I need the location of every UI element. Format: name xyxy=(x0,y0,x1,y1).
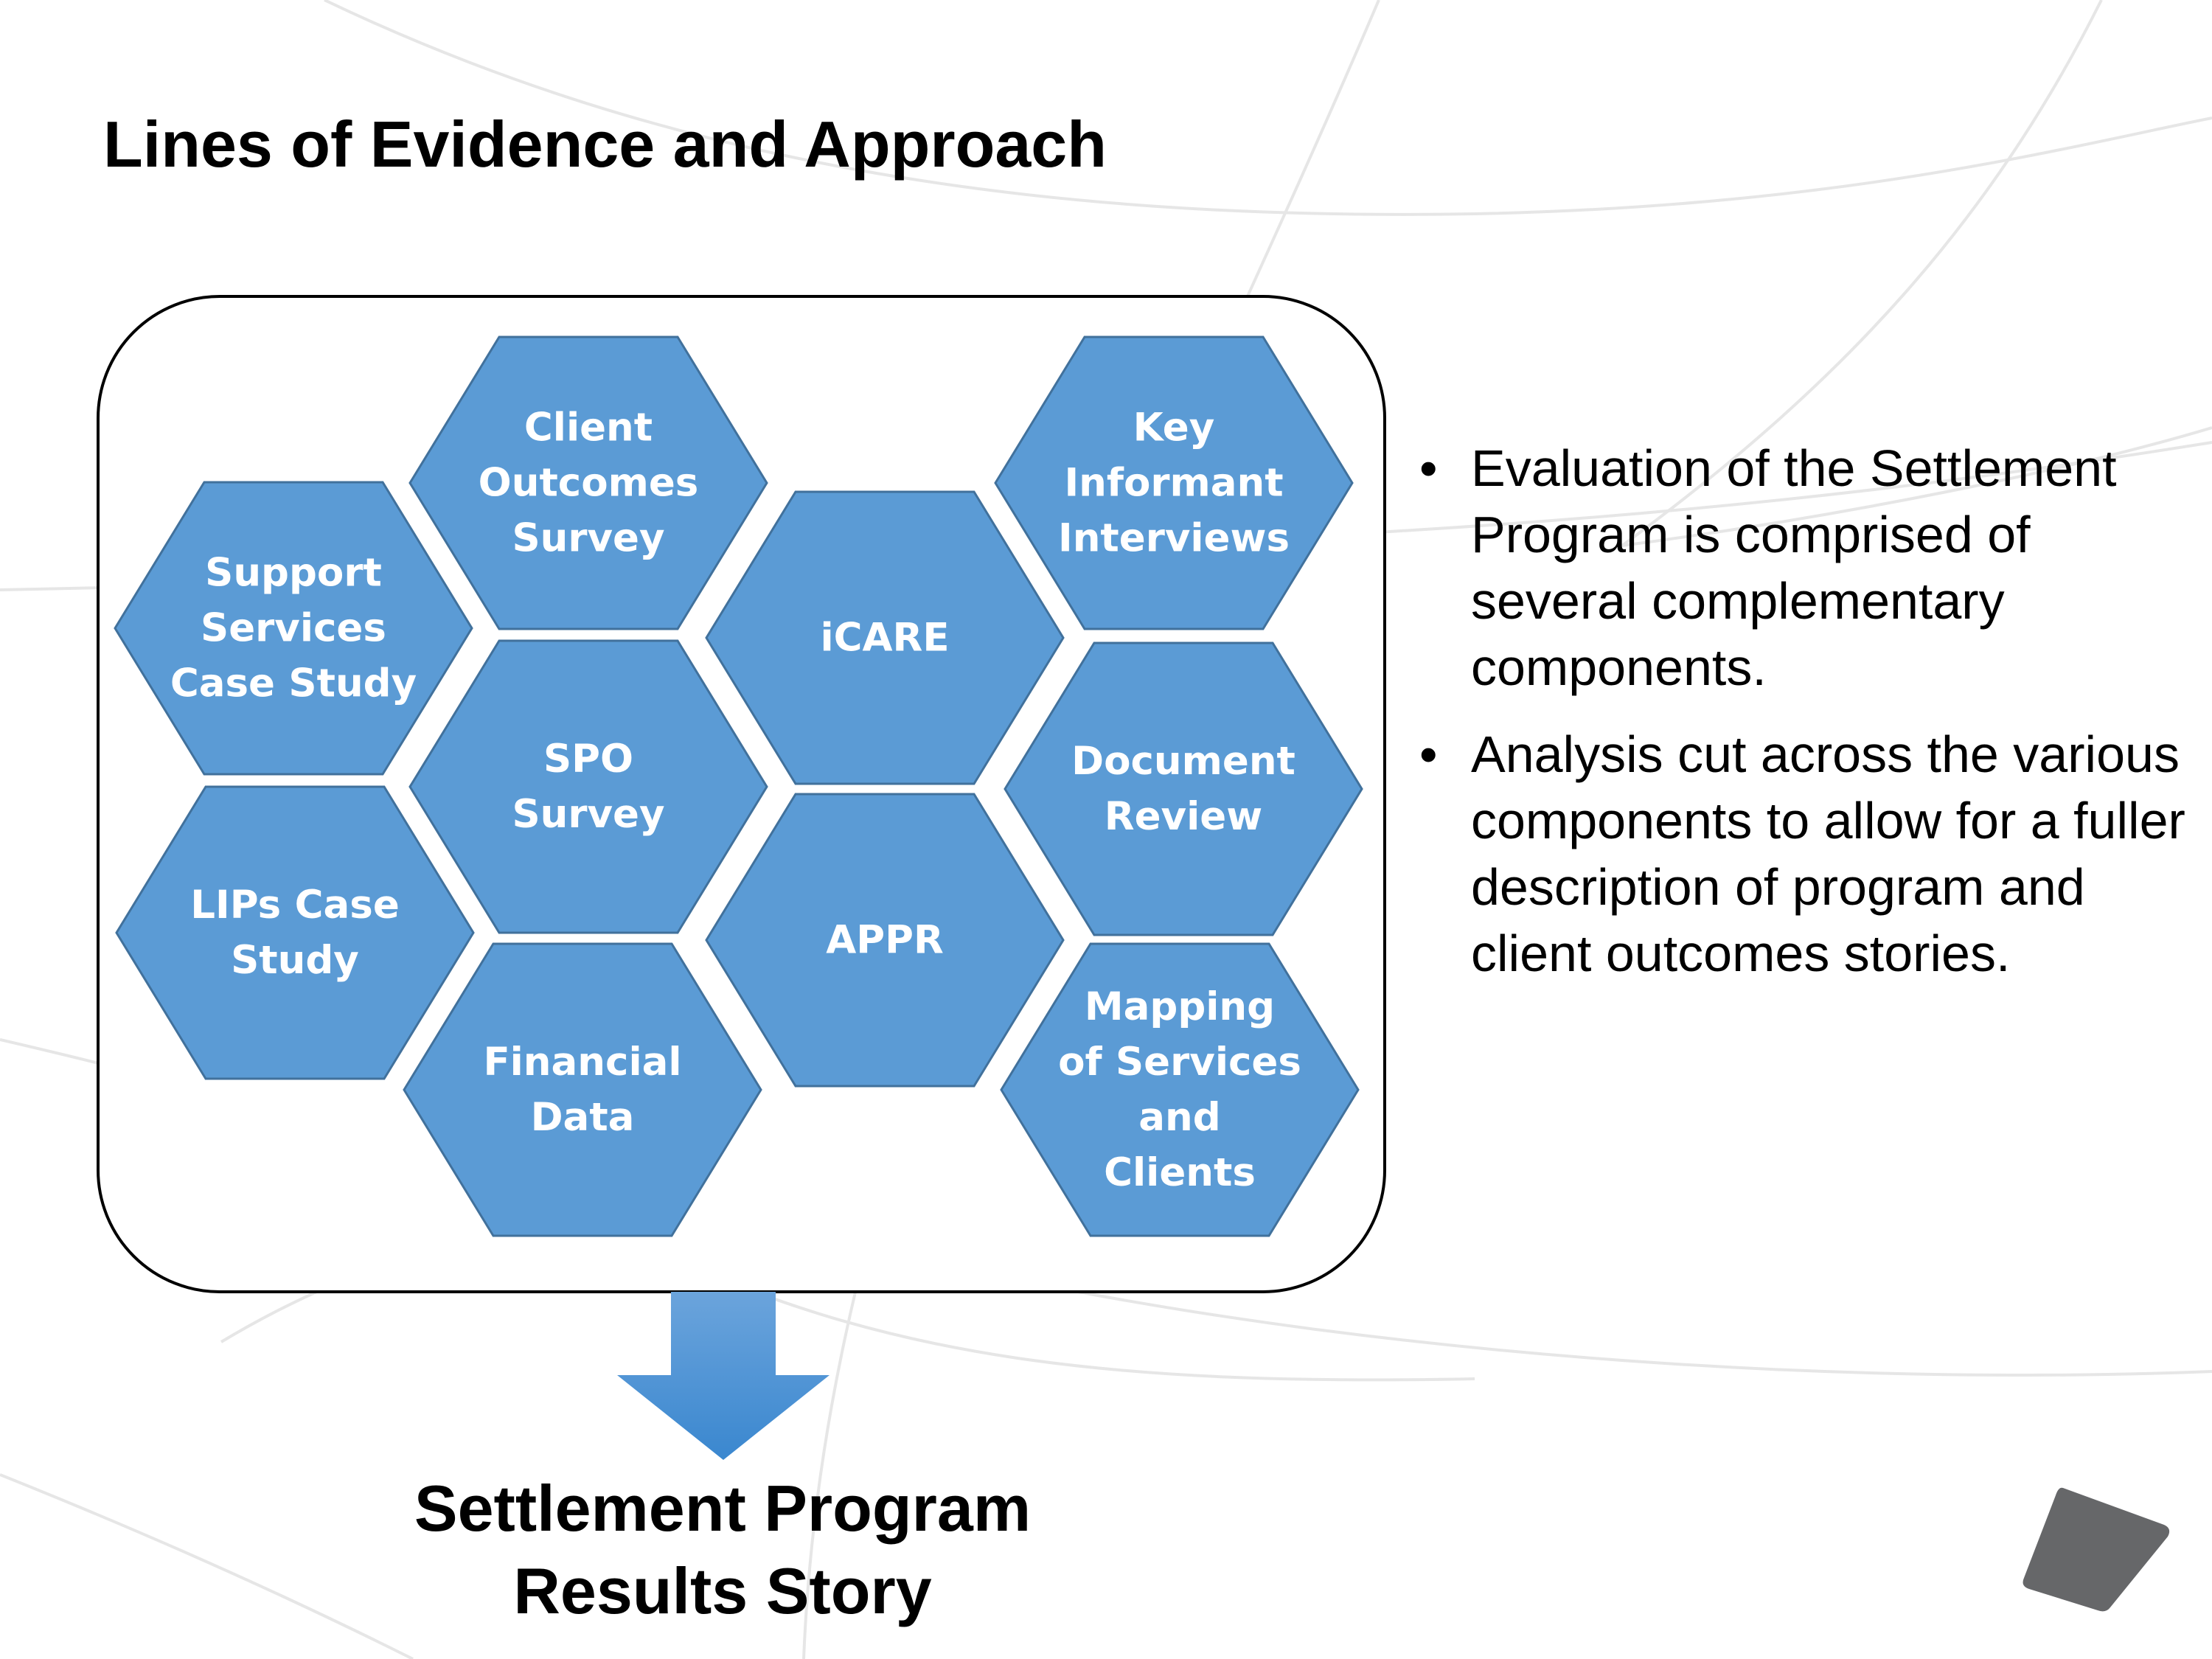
hexagon-label: Key xyxy=(1133,406,1215,451)
hexagon-label: Case Study xyxy=(170,661,417,706)
hexagon-label: APPR xyxy=(826,918,944,963)
hexagon-shape xyxy=(403,942,762,1237)
bullet-item: Analysis cut across the various componen… xyxy=(1412,721,2194,987)
hexagon-label: Survey xyxy=(512,792,664,837)
hexagon-label: Interviews xyxy=(1058,516,1290,561)
hexagon-label: Review xyxy=(1105,794,1262,839)
bullet-item: Evaluation of the Settlement Program is … xyxy=(1412,435,2194,700)
bullet-list: Evaluation of the Settlement Program is … xyxy=(1412,435,2194,1007)
hexagon-label: Survey xyxy=(512,516,664,561)
hexagon-shape xyxy=(408,639,768,934)
hexagon-spo-survey: SPO Survey xyxy=(408,639,768,934)
hexagon-label: SPO xyxy=(543,737,633,782)
hexagon-shape xyxy=(705,490,1065,785)
hexagon-shape xyxy=(114,481,473,776)
hexagon-icare: iCARE xyxy=(705,490,1065,785)
hexagon-shape xyxy=(1004,641,1363,936)
down-arrow xyxy=(617,1292,830,1460)
hexagon-label: of Services xyxy=(1058,1040,1301,1085)
hexagon-label: Outcomes xyxy=(479,461,699,506)
hexagon-label: Study xyxy=(231,938,359,983)
slide-title: Lines of Evidence and Approach xyxy=(103,108,1107,181)
hexagon-label: iCARE xyxy=(820,616,949,661)
hexagon-label: Clients xyxy=(1104,1150,1256,1195)
result-title-line: Settlement Program xyxy=(414,1472,1032,1545)
hexagon-shape xyxy=(1000,942,1360,1237)
hexagon-shape xyxy=(705,793,1065,1088)
hexagon-label: Mapping xyxy=(1085,984,1275,1029)
hexagon-label: Financial xyxy=(483,1040,681,1085)
hexagon-appr: APPR xyxy=(705,793,1065,1088)
hexagon-label: Client xyxy=(524,406,653,451)
result-title-line: Results Story xyxy=(513,1554,932,1627)
hexagon-label: Data xyxy=(531,1095,635,1140)
hexagon-shape xyxy=(115,785,475,1080)
hexagon-label: Services xyxy=(201,606,386,651)
hexagon-label: Informant xyxy=(1064,461,1283,506)
hexagon-shape xyxy=(408,335,768,630)
hexagon-label: Document xyxy=(1071,739,1295,784)
hexagon-label: LIPs Case xyxy=(190,883,400,928)
result-title: Settlement Program Results Story xyxy=(354,1467,1091,1632)
hexagon-shape xyxy=(994,335,1354,630)
hexagon-label: Support xyxy=(205,551,382,596)
hexagon-label: and xyxy=(1138,1095,1220,1140)
